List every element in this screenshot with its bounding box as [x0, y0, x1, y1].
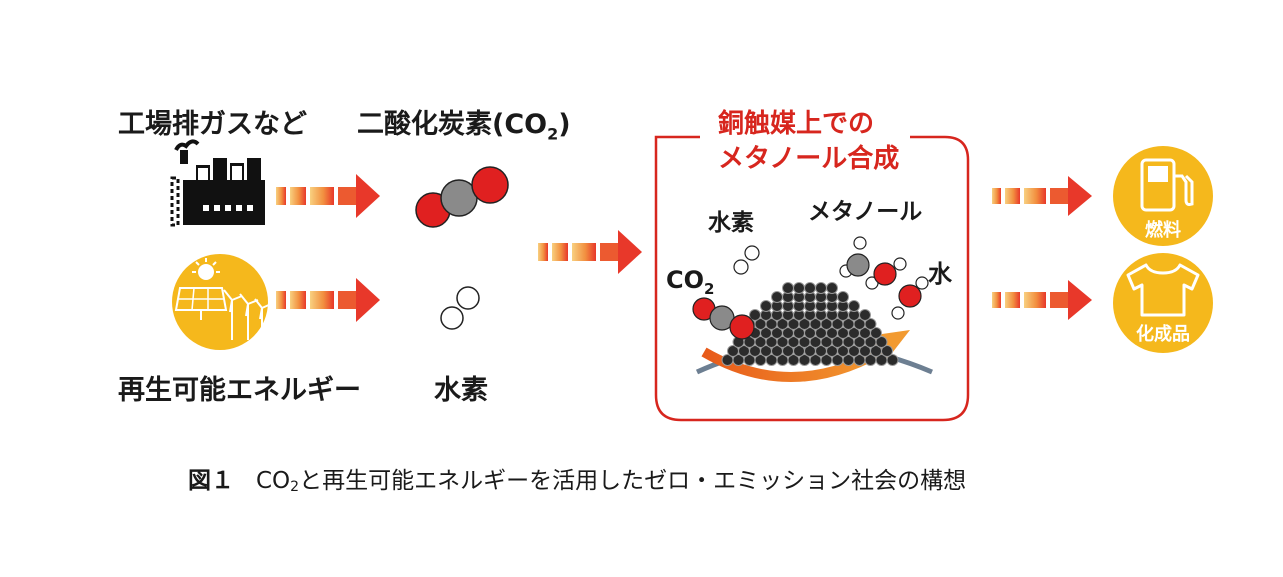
co2-label: 二酸化炭素(CO2)	[357, 111, 571, 142]
methanol-molecule-icon	[839, 236, 907, 290]
fuel-label: 燃料	[1145, 220, 1181, 241]
co2-molecule-center-icon	[692, 297, 755, 340]
co2-molecule-icon	[415, 166, 509, 228]
copper-atom	[864, 318, 877, 330]
arrow-factory-to-co2	[276, 174, 380, 218]
center-methanol-label: メタノール	[808, 199, 923, 225]
synthesis-title-line2: メタノール合成	[718, 144, 900, 174]
center-water-label: 水	[928, 260, 952, 288]
fuel-pump-icon	[1113, 146, 1213, 246]
copper-catalyst-icon	[721, 282, 899, 366]
factory-icon	[170, 139, 265, 227]
copper-atom	[837, 291, 849, 303]
copper-atom	[760, 300, 772, 312]
arrow-to-chemicals	[992, 280, 1092, 320]
factory-exhaust-label: 工場排ガスなど	[118, 109, 307, 140]
copper-atom	[793, 282, 805, 294]
hydrogen-label: 水素	[434, 375, 488, 406]
tshirt-icon	[1113, 253, 1213, 353]
figure-number: 図１	[188, 468, 234, 494]
figure-caption: 図１ CO2と再生可能エネルギーを活用したゼロ・エミッション社会の構想	[188, 468, 967, 495]
co2-label-end: )	[558, 109, 571, 140]
renewable-energy-icon	[172, 254, 272, 350]
copper-atom	[771, 291, 783, 303]
copper-atom	[870, 327, 882, 339]
caption-text: と再生可能エネルギーを活用したゼロ・エミッション社会の構想	[299, 468, 967, 494]
copper-atom	[886, 354, 899, 366]
copper-atom	[804, 282, 816, 294]
copper-atom	[826, 282, 838, 294]
copper-atom	[859, 309, 871, 321]
caption-co2: CO	[256, 468, 291, 494]
chemical-products-label: 化成品	[1136, 324, 1190, 345]
center-co2-sub: 2	[704, 279, 715, 298]
hydrogen-molecule-center-icon	[733, 245, 760, 275]
copper-atom	[848, 300, 860, 312]
synthesis-title-line1: 銅触媒上での	[718, 109, 875, 139]
center-hydrogen-label: 水素	[708, 210, 754, 236]
copper-atom	[815, 282, 827, 294]
renewable-energy-label: 再生可能エネルギー	[118, 375, 361, 406]
co2-label-main: 二酸化炭素(CO	[357, 109, 548, 140]
arrow-renewable-to-h2	[276, 278, 380, 322]
arrow-to-synthesis	[538, 230, 642, 274]
arrow-to-fuel	[992, 176, 1092, 216]
water-molecule-icon	[891, 276, 929, 320]
center-co2-label: CO2	[666, 268, 714, 297]
co2-label-sub: 2	[547, 124, 559, 144]
copper-atom	[881, 345, 893, 357]
copper-atom	[782, 282, 794, 294]
synthesis-box	[654, 135, 970, 422]
copper-atom	[875, 336, 888, 348]
caption-co2-sub: 2	[290, 479, 300, 495]
center-co2-main: CO	[666, 266, 705, 294]
hydrogen-molecule-icon	[440, 286, 480, 330]
